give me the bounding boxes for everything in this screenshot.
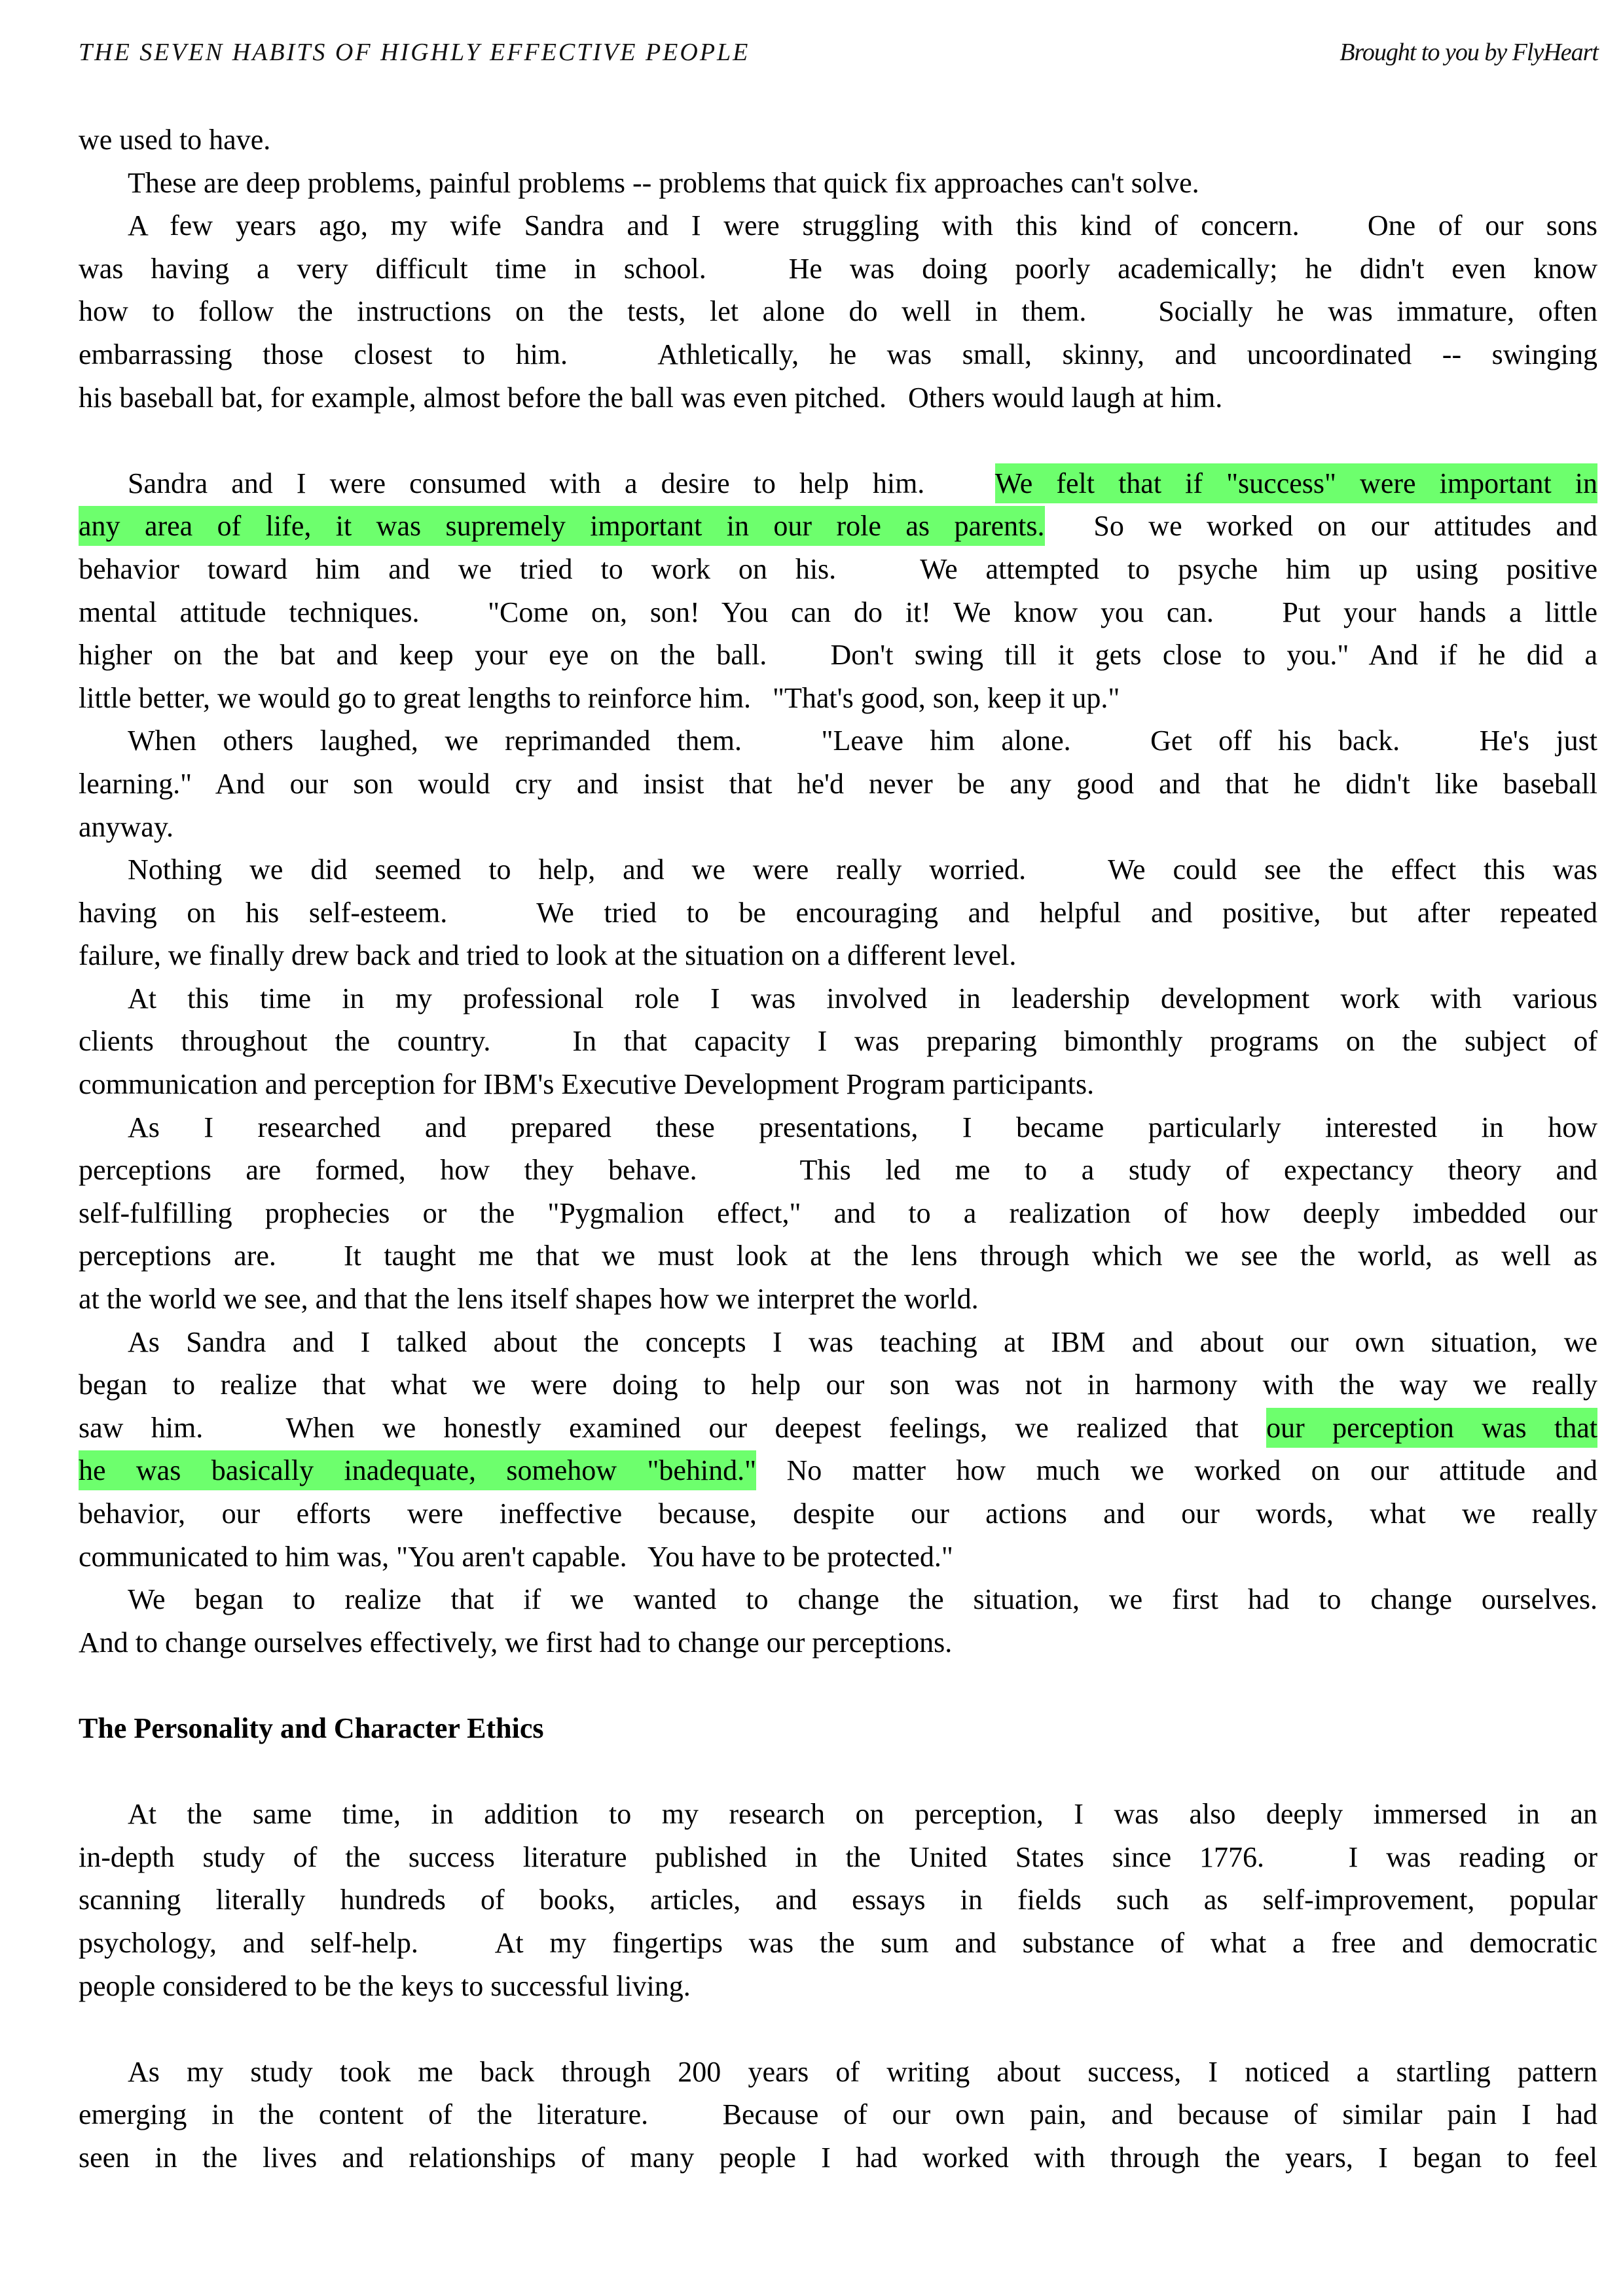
text-line: Nothing we did seemed to help, and we we… (128, 853, 1597, 886)
text-segment: Sandra and I were consumed with a desire… (128, 467, 995, 499)
paragraph: We began to realize that if we wanted to… (79, 1578, 1597, 1664)
text-line: As I researched and prepared these prese… (128, 1111, 1597, 1143)
text-line: anyway. (79, 810, 173, 843)
text-line: having on his self-esteem. We tried to b… (79, 896, 1597, 929)
paragraph: These are deep problems, painful problem… (79, 162, 1597, 205)
text-line: people considered to be the keys to succ… (79, 1969, 691, 2002)
text-line: at the world we see, and that the lens i… (79, 1283, 979, 1316)
paragraph: we used to have. (79, 118, 1597, 162)
paragraph: A few years ago, my wife Sandra and I we… (79, 204, 1597, 419)
text-line: began to realize that what we were doing… (79, 1369, 1597, 1401)
text-line: mental attitude techniques. "Come on, so… (79, 596, 1597, 628)
running-header-title: THE SEVEN HABITS OF HIGHLY EFFECTIVE PEO… (79, 39, 750, 66)
highlighted-text: our perception was that (1266, 1407, 1597, 1448)
paragraph: Sandra and I were consumed with a desire… (79, 462, 1597, 720)
highlighted-text: We felt that if "success" were important… (994, 463, 1597, 503)
paragraph-spacer (79, 1750, 1597, 1793)
text-line: We began to realize that if we wanted to… (128, 1583, 1597, 1616)
text-line: perceptions are formed, how they behave.… (79, 1154, 1597, 1187)
text-line: Sandra and I were consumed with a desire… (79, 462, 1597, 505)
running-header-credit: Brought to you by FlyHeart (1340, 39, 1599, 66)
text-line: perceptions are. It taught me that we mu… (79, 1240, 1597, 1272)
text-line: scanning literally hundreds of books, ar… (79, 1884, 1597, 1916)
paragraph: When others laughed, we reprimanded them… (79, 719, 1597, 848)
text-line: communication and perception for IBM's E… (79, 1068, 1095, 1101)
text-line: A few years ago, my wife Sandra and I we… (128, 209, 1597, 242)
text-line: any area of life, it was supremely impor… (79, 505, 1597, 548)
section-heading: The Personality and Character Ethics (79, 1712, 544, 1744)
text-line: As Sandra and I talked about the concept… (128, 1325, 1597, 1358)
text-line: These are deep problems, painful problem… (128, 166, 1199, 199)
text-segment: So we worked on our attitudes and (1044, 510, 1597, 543)
paragraph-spacer (79, 2007, 1597, 2051)
text-line: we used to have. (79, 124, 271, 156)
page-body: we used to have. These are deep problems,… (79, 118, 1597, 2179)
paragraph: As I researched and prepared these prese… (79, 1106, 1597, 1321)
text-line: emerging in the content of the literatur… (79, 2098, 1597, 2131)
text-line: self-fulfilling prophecies or the "Pygma… (79, 1196, 1597, 1229)
text-line: At the same time, in addition to my rese… (128, 1798, 1597, 1831)
text-line: behavior, our efforts were ineffective b… (79, 1498, 1597, 1530)
paragraph-spacer (79, 1664, 1597, 1707)
highlighted-text: any area of life, it was supremely impor… (79, 506, 1045, 547)
text-line: psychology, and self-help. At my fingert… (79, 1926, 1597, 1959)
text-line: As my study took me back through 200 yea… (128, 2055, 1597, 2088)
text-line: seen in the lives and relationships of m… (79, 2141, 1597, 2174)
text-line: learning." And our son would cry and ins… (79, 767, 1597, 800)
text-segment: saw him. When we honestly examined our d… (79, 1411, 1267, 1444)
paragraph-spacer (79, 419, 1597, 462)
paragraph: As Sandra and I talked about the concept… (79, 1321, 1597, 1579)
text-line: When others laughed, we reprimanded them… (128, 725, 1597, 757)
text-line: he was basically inadequate, somehow "be… (79, 1449, 1597, 1492)
paragraph: Nothing we did seemed to help, and we we… (79, 848, 1597, 977)
text-line: in-depth study of the success literature… (79, 1840, 1597, 1873)
paragraph: At the same time, in addition to my rese… (79, 1793, 1597, 2007)
text-line: communicated to him was, "You aren't cap… (79, 1540, 953, 1573)
text-line: his baseball bat, for example, almost be… (79, 381, 1223, 414)
text-segment: No matter how much we worked on our atti… (756, 1454, 1598, 1487)
text-line: saw him. When we honestly examined our d… (79, 1407, 1597, 1450)
highlighted-text: he was basically inadequate, somehow "be… (79, 1450, 757, 1491)
paragraph: At this time in my professional role I w… (79, 977, 1597, 1106)
text-line: was having a very difficult time in scho… (79, 252, 1597, 285)
text-line: clients throughout the country. In that … (79, 1025, 1597, 1058)
text-line: embarrassing those closest to him. Athle… (79, 338, 1597, 370)
text-line: failure, we finally drew back and tried … (79, 939, 1017, 972)
text-line: behavior toward him and we tried to work… (79, 552, 1597, 585)
text-line: higher on the bat and keep your eye on t… (79, 639, 1597, 672)
text-line: At this time in my professional role I w… (128, 982, 1597, 1014)
text-line: And to change ourselves effectively, we … (79, 1626, 953, 1659)
paragraph: As my study took me back through 200 yea… (79, 2051, 1597, 2179)
text-line: little better, we would go to great leng… (79, 681, 1120, 714)
text-line: how to follow the instructions on the te… (79, 295, 1597, 328)
